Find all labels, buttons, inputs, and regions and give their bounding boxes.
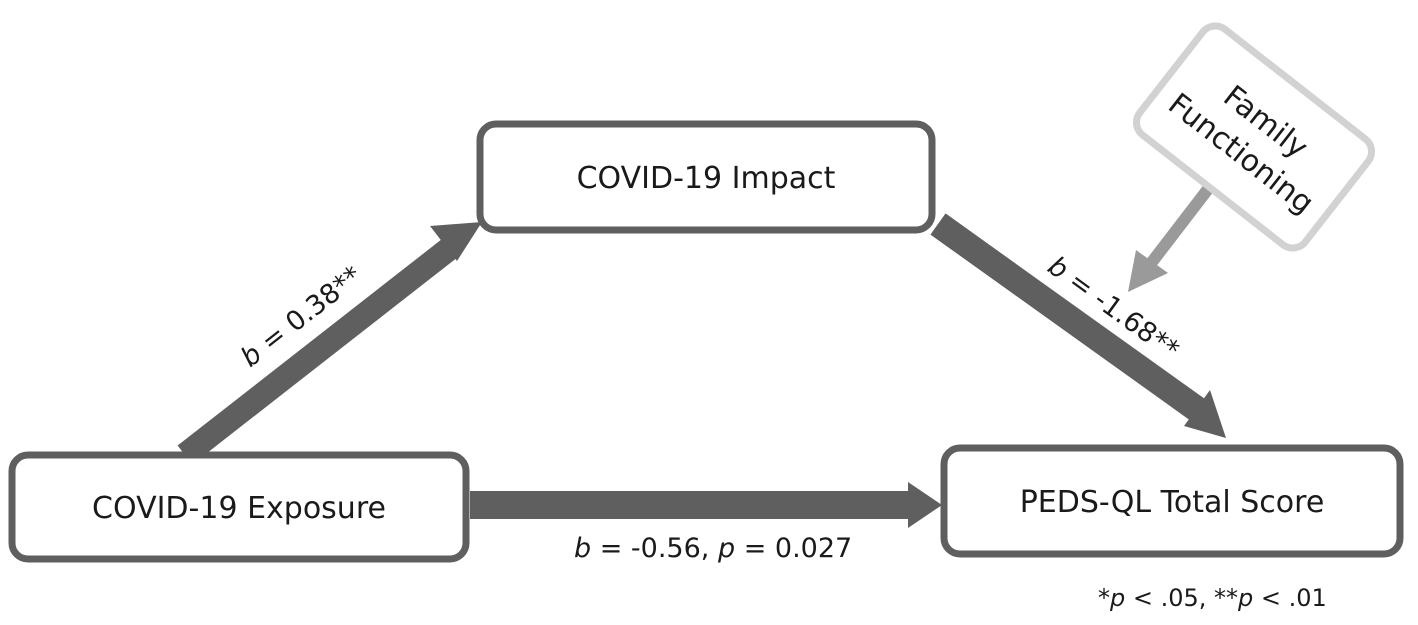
path-c-p-symbol: p	[717, 533, 735, 564]
note-p-value-1: < .05, **	[1125, 584, 1238, 612]
note-p-symbol-2: p	[1237, 584, 1253, 612]
path-c-arrow	[470, 482, 942, 528]
note-p-symbol-1: p	[1109, 584, 1125, 612]
path-c-coef-symbol: b	[574, 533, 591, 564]
path-c-coef-value: = -0.56,	[591, 533, 718, 564]
significance-note: *p < .05, **p < .01	[1098, 584, 1327, 612]
node-pedsql-total: PEDS-QL Total Score	[940, 444, 1404, 558]
node-covid-exposure-label: COVID-19 Exposure	[92, 491, 386, 526]
path-a-arrow	[177, 222, 482, 465]
note-prefix: *	[1098, 584, 1110, 612]
note-p-value-2: < .01	[1253, 584, 1327, 612]
path-c-p-value: = 0.027	[735, 533, 852, 564]
path-c-label: b = -0.56, p = 0.027	[574, 533, 852, 564]
node-covid-impact-label: COVID-19 Impact	[577, 161, 836, 196]
path-b-arrow	[930, 213, 1226, 438]
moderator-arrow	[1128, 172, 1223, 292]
node-family-functioning: Family Functioning	[1132, 22, 1376, 252]
node-covid-impact: COVID-19 Impact	[476, 120, 936, 234]
node-covid-exposure: COVID-19 Exposure	[8, 451, 470, 563]
node-pedsql-total-label: PEDS-QL Total Score	[1020, 485, 1325, 520]
